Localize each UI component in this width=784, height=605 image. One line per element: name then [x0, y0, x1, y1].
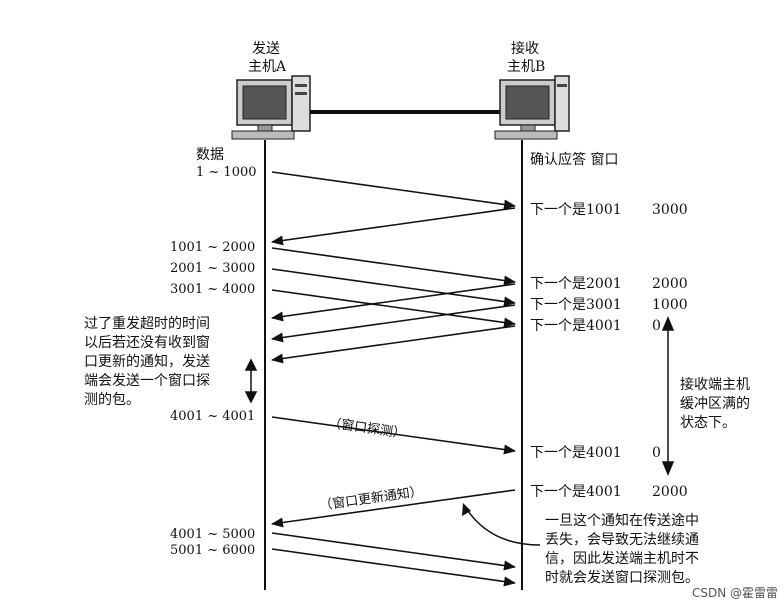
note-line: 时就会发送窗口探测包。: [545, 570, 699, 586]
buffer-full-double-arrow: [661, 316, 675, 476]
window-size: 0: [652, 445, 661, 461]
ack-label: 下一个是4001: [530, 484, 622, 500]
arrow-ack-2: [271, 283, 516, 322]
data-label: 1001 ~ 2000: [170, 240, 256, 255]
ack-label: 下一个是4001: [530, 445, 622, 461]
ack-label: 下一个是2001: [530, 276, 622, 292]
note-line: 端会发送一个窗口探: [84, 373, 210, 389]
ack-label: 下一个是1001: [530, 202, 622, 218]
data-label: 3001 ~ 4000: [170, 282, 256, 297]
arrow-probe: [271, 416, 516, 455]
note-pointer-curve: [465, 507, 541, 546]
note-line: 缓冲区满的: [680, 396, 750, 412]
host-b-label-line2: 主机B: [507, 59, 546, 75]
host-a-label-line2: 主机A: [248, 59, 287, 75]
arrow-data-3: [271, 268, 516, 307]
note-line: 信，因此发送端主机时不: [545, 551, 699, 567]
data-label: 4001 ~ 5000: [170, 527, 256, 542]
timeout-note: 过了重发超时的时间 以后若还没有收到窗 口更新的通知，发送 端会发送一个窗口探 …: [84, 315, 210, 410]
window-size: 1000: [652, 297, 688, 313]
ack-label: 下一个是4001: [530, 318, 622, 334]
data-label: 4001 ~ 4001: [170, 409, 256, 424]
buffer-full-note: 接收端主机 缓冲区满的 状态下。: [680, 376, 750, 433]
data-label: 5001 ~ 6000: [170, 543, 256, 558]
host-b-computer-icon: [494, 75, 570, 140]
timeout-double-arrow: [244, 358, 258, 404]
probe-explanation-note: 一旦这个通知在传送途中 丢失，会导致无法继续通 信，因此发送端主机时不 时就会发…: [545, 512, 699, 588]
note-line: 以后若还没有收到窗: [84, 335, 210, 351]
arrow-ack-1: [271, 207, 516, 246]
note-line: 测的包。: [84, 392, 140, 408]
window-size: 2000: [652, 276, 688, 292]
arrow-ack-4: [271, 325, 516, 364]
note-line: 状态下。: [680, 415, 736, 431]
arrow-data-4: [271, 289, 516, 328]
ack-label: 下一个是3001: [530, 297, 622, 313]
note-pointer-arrowhead: [462, 503, 471, 516]
window-size: 0: [652, 318, 661, 334]
host-a-label-line1: 发送: [252, 41, 280, 57]
arrow-ack-3: [271, 304, 516, 343]
watermark: CSDN @霍雷雷: [691, 586, 778, 600]
host-b-label-line1: 接收: [511, 41, 539, 57]
data-label: 2001 ~ 3000: [170, 261, 256, 276]
data-label: 1 ~ 1000: [196, 165, 257, 180]
right-header-ack-window: 确认应答 窗口: [530, 152, 619, 168]
note-line: 接收端主机: [680, 377, 750, 393]
window-size: 3000: [652, 202, 688, 218]
arrow-window-update: [271, 489, 516, 528]
arrow-data-6: [271, 548, 516, 587]
arrow-data-1: [271, 171, 516, 210]
arrow-data-2: [271, 247, 516, 286]
note-line: 过了重发超时的时间: [84, 316, 210, 332]
window-size: 2000: [652, 484, 688, 500]
arrow-data-5: [271, 532, 516, 571]
host-a-computer-icon: [231, 75, 311, 140]
note-line: 一旦这个通知在传送途中: [545, 513, 699, 529]
left-header-data: 数据: [196, 147, 224, 163]
note-line: 口更新的通知，发送: [84, 354, 210, 370]
note-line: 丢失，会导致无法继续通: [545, 532, 699, 548]
